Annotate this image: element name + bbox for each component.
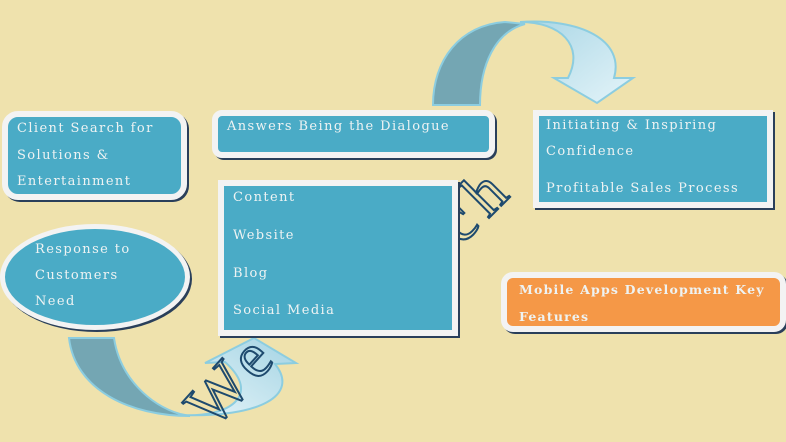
node-text-line: Mobile Apps Development Key — [519, 282, 765, 297]
node-initiating: Initiating & Inspiring Confidence Profit… — [533, 110, 773, 208]
arrows-layer — [67, 20, 637, 417]
diagram-canvas: We ch Client Search for Solutions & Ente… — [0, 20, 786, 441]
node-text-line: Features — [519, 309, 590, 324]
node-text-line: Answers Being the Dialogue — [227, 119, 451, 134]
node-text-line: Blog — [233, 266, 269, 281]
bottom-curved-arrow-icon — [67, 336, 300, 417]
top-curved-arrow-icon — [431, 20, 637, 106]
node-text-line: Website — [233, 228, 295, 243]
node-text-line: Content — [233, 190, 296, 205]
node-text-line: Solutions & — [17, 148, 110, 163]
node-text-line: Social Media — [233, 303, 336, 318]
node-content: Content Website Blog Social Media — [218, 180, 458, 336]
node-text-line: Response to — [35, 242, 131, 257]
node-client-search: Client Search for Solutions & Entertainm… — [2, 111, 187, 200]
node-text-line: Initiating & Inspiring — [546, 118, 718, 133]
node-text-line: Client Search for — [17, 121, 154, 136]
node-response: Response to Customers Need — [0, 224, 190, 330]
node-answers: Answers Being the Dialogue — [212, 110, 495, 158]
node-text-line: Confidence — [546, 144, 635, 159]
node-mobile-apps-title: Mobile Apps Development Key Features — [501, 272, 786, 332]
node-text-line: Entertainment — [17, 174, 132, 189]
node-text-line: Profitable Sales Process — [546, 181, 740, 196]
node-text-line: Need — [35, 294, 76, 309]
node-text-line: Customers — [35, 268, 119, 283]
